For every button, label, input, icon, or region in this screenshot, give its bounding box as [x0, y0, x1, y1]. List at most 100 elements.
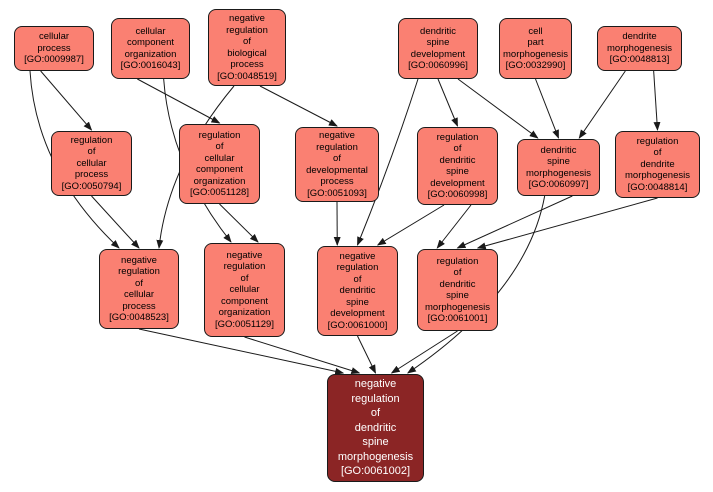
node-label-line: dendritic [339, 285, 376, 297]
node-label-line: [GO:0051128] [190, 187, 249, 198]
node-label-line: of [240, 272, 249, 284]
node-label-line: [GO:0032990] [505, 60, 566, 71]
edge-GO0060996-to-GO0060997 [457, 78, 539, 139]
node-label-line: morphogenesis [625, 170, 690, 182]
node-label-line: regulation [436, 255, 479, 267]
node-label-line: regulation [436, 131, 479, 143]
node-label-line: cellular [38, 31, 70, 43]
node-label-line: cellular [135, 25, 166, 37]
node-label-line: biological [227, 47, 267, 59]
edge-GO0009987-to-GO0050794 [40, 70, 93, 131]
node-label-line: regulation [316, 141, 358, 153]
node-label-line: organization [124, 48, 177, 60]
node-label-line: of [333, 153, 341, 164]
node-label-line: process [74, 169, 109, 181]
node-label-line: of [215, 141, 224, 152]
node-label-line: part [527, 37, 544, 48]
edge-GO0060998-to-GO0061001 [436, 204, 472, 249]
node-label-line: [GO:0061002] [340, 465, 411, 478]
node-label-line: of [653, 147, 662, 159]
edge-GO0048813-to-GO0060997 [578, 70, 626, 139]
edge-GO0050794-to-GO0048523 [91, 195, 140, 249]
node-label-line: process [37, 42, 71, 54]
node-label-line: regulation [118, 266, 160, 277]
node-label-line: spine [446, 290, 469, 301]
node-label-line: [GO:0048813] [609, 54, 670, 66]
node-label-line: [GO:0060996] [408, 60, 468, 71]
node-label-line: component [220, 295, 268, 307]
edge-GO0048519-to-GO0051093 [259, 85, 338, 127]
node-label-line: spine [446, 166, 469, 177]
node-label-line: [GO:0060998] [427, 189, 488, 200]
edge-GO0060996-to-GO0060998 [437, 78, 458, 127]
node-label-line: regulation [198, 129, 241, 141]
node-label-line: morphogenesis [425, 301, 490, 313]
node-label-line: dendritic [540, 144, 577, 156]
node-label-line: of [87, 146, 96, 158]
node-label-line: negative [354, 378, 397, 391]
node-label-line: component [126, 37, 174, 48]
node-label-line: negative [229, 13, 265, 24]
node-label-line: [GO:0016043] [120, 60, 181, 71]
node-label-line: cellular [229, 284, 260, 296]
node-label-line: [GO:0009987] [24, 54, 84, 66]
node-label-line: development [430, 177, 485, 189]
node-label-line: regulation [70, 134, 113, 146]
node-label-line: process [122, 300, 156, 312]
node-label-line: [GO:0048523] [109, 312, 169, 323]
edge-GO0060998-to-GO0061000 [376, 204, 445, 246]
node-label-line: morphogenesis [607, 42, 672, 54]
node-label-line: dendritic [420, 25, 456, 37]
node-label-line: of [353, 273, 362, 285]
node-label-line: spine [547, 156, 570, 167]
node-label-line: of [453, 143, 462, 154]
node-label-line: of [453, 267, 462, 278]
edge-GO0048523-to-GO0061002 [138, 328, 345, 375]
node-label-line: [GO:0051129] [215, 318, 274, 330]
node-label-line: negative [226, 249, 263, 261]
edge-GO0060997-to-GO0061001 [456, 195, 573, 249]
node-label-line: developmental [306, 164, 368, 176]
edge-GO0051128-to-GO0051129 [219, 203, 259, 243]
node-label-line: dendritic [354, 421, 397, 434]
node-label-line: component [195, 164, 243, 175]
node-label-line: [GO:0050794] [61, 180, 122, 192]
node-label-line: [GO:0061000] [327, 319, 388, 331]
edge-GO0060996-to-GO0061000 [357, 78, 419, 246]
node-label-line: [GO:0048519] [217, 70, 277, 82]
node-label-line: development [410, 48, 466, 60]
node-label-line: spine [426, 37, 450, 48]
node-label-line: of [243, 36, 251, 47]
node-label-line: negative [121, 254, 157, 266]
node-label-line: of [370, 407, 381, 420]
node-label-line: regulation [636, 135, 679, 147]
node-label-line: [GO:0060997] [528, 179, 589, 190]
node-label-line: cellular [76, 157, 107, 169]
node-label-line: morphogenesis [526, 167, 591, 179]
node-label-line: organization [218, 307, 271, 319]
node-label-line: spine [362, 436, 389, 449]
node-label-line: morphogenesis [337, 450, 414, 463]
node-label-line: cellular [123, 289, 155, 300]
node-label-line: [GO:0051093] [307, 187, 367, 199]
node-label-line: regulation [351, 392, 400, 405]
edge-GO0060997-to-GO0061002 [407, 195, 546, 374]
